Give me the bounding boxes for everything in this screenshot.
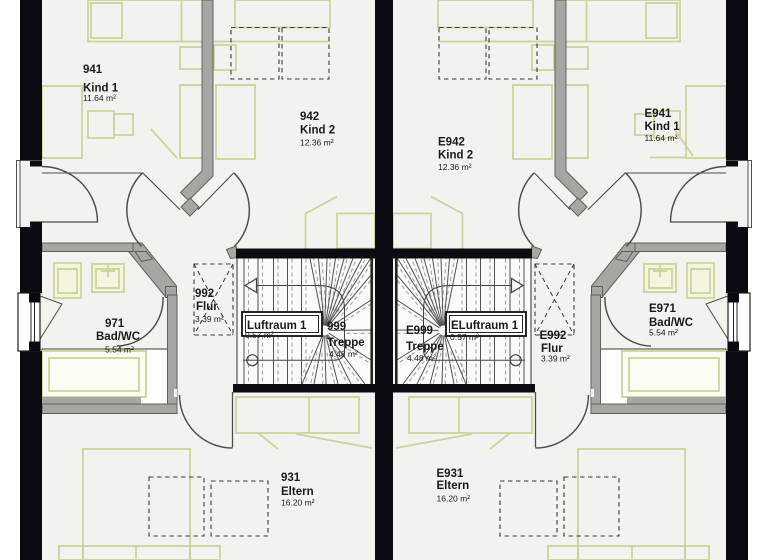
svg-text:3.39 m²: 3.39 m² xyxy=(195,314,224,324)
svg-text:11.64 m²: 11.64 m² xyxy=(83,93,116,103)
svg-text:Treppe: Treppe xyxy=(327,337,365,349)
svg-text:ELuftraum 1: ELuftraum 1 xyxy=(451,320,519,332)
svg-text:E999: E999 xyxy=(406,325,433,337)
svg-text:4.48 m²: 4.48 m² xyxy=(329,349,358,359)
svg-text:Bad/WC: Bad/WC xyxy=(649,317,693,329)
svg-text:16.20 m²: 16.20 m² xyxy=(437,494,471,504)
svg-text:992: 992 xyxy=(195,288,214,300)
svg-text:Eltern: Eltern xyxy=(281,486,314,498)
svg-text:11.64 m²: 11.64 m² xyxy=(645,133,678,143)
svg-text:Kind 1: Kind 1 xyxy=(83,83,119,95)
svg-text:941: 941 xyxy=(83,64,103,76)
svg-text:12.36 m²: 12.36 m² xyxy=(438,162,472,172)
svg-text:Luftraum 1: Luftraum 1 xyxy=(247,320,307,332)
svg-text:5.54 m²: 5.54 m² xyxy=(105,345,134,355)
svg-text:Eltern: Eltern xyxy=(437,480,470,492)
svg-text:E992: E992 xyxy=(540,330,567,342)
svg-text:942: 942 xyxy=(300,111,319,123)
svg-text:Flur: Flur xyxy=(196,301,218,313)
svg-text:E941: E941 xyxy=(645,108,672,120)
svg-text:971: 971 xyxy=(105,318,125,330)
svg-text:4.48 m²: 4.48 m² xyxy=(407,353,436,363)
svg-text:999: 999 xyxy=(327,321,346,333)
svg-text:3.39 m²: 3.39 m² xyxy=(541,354,570,364)
svg-text:16.20 m²: 16.20 m² xyxy=(281,498,315,508)
svg-text:Kind 2: Kind 2 xyxy=(438,150,473,162)
svg-text:Treppe: Treppe xyxy=(406,341,444,353)
svg-text:12.36 m²: 12.36 m² xyxy=(300,138,334,148)
svg-text:E942: E942 xyxy=(438,137,465,149)
svg-text:931: 931 xyxy=(281,472,301,484)
svg-text:Flur: Flur xyxy=(541,343,563,355)
svg-text:Kind 2: Kind 2 xyxy=(300,125,335,137)
svg-text:E971: E971 xyxy=(649,303,676,315)
svg-text:5.54 m²: 5.54 m² xyxy=(649,328,678,338)
svg-text:E931: E931 xyxy=(437,468,464,480)
svg-text:0.57 m²: 0.57 m² xyxy=(245,330,274,340)
svg-text:Kind 1: Kind 1 xyxy=(645,121,681,133)
svg-text:0.57 m²: 0.57 m² xyxy=(450,332,479,342)
svg-text:Bad/WC: Bad/WC xyxy=(96,331,140,343)
